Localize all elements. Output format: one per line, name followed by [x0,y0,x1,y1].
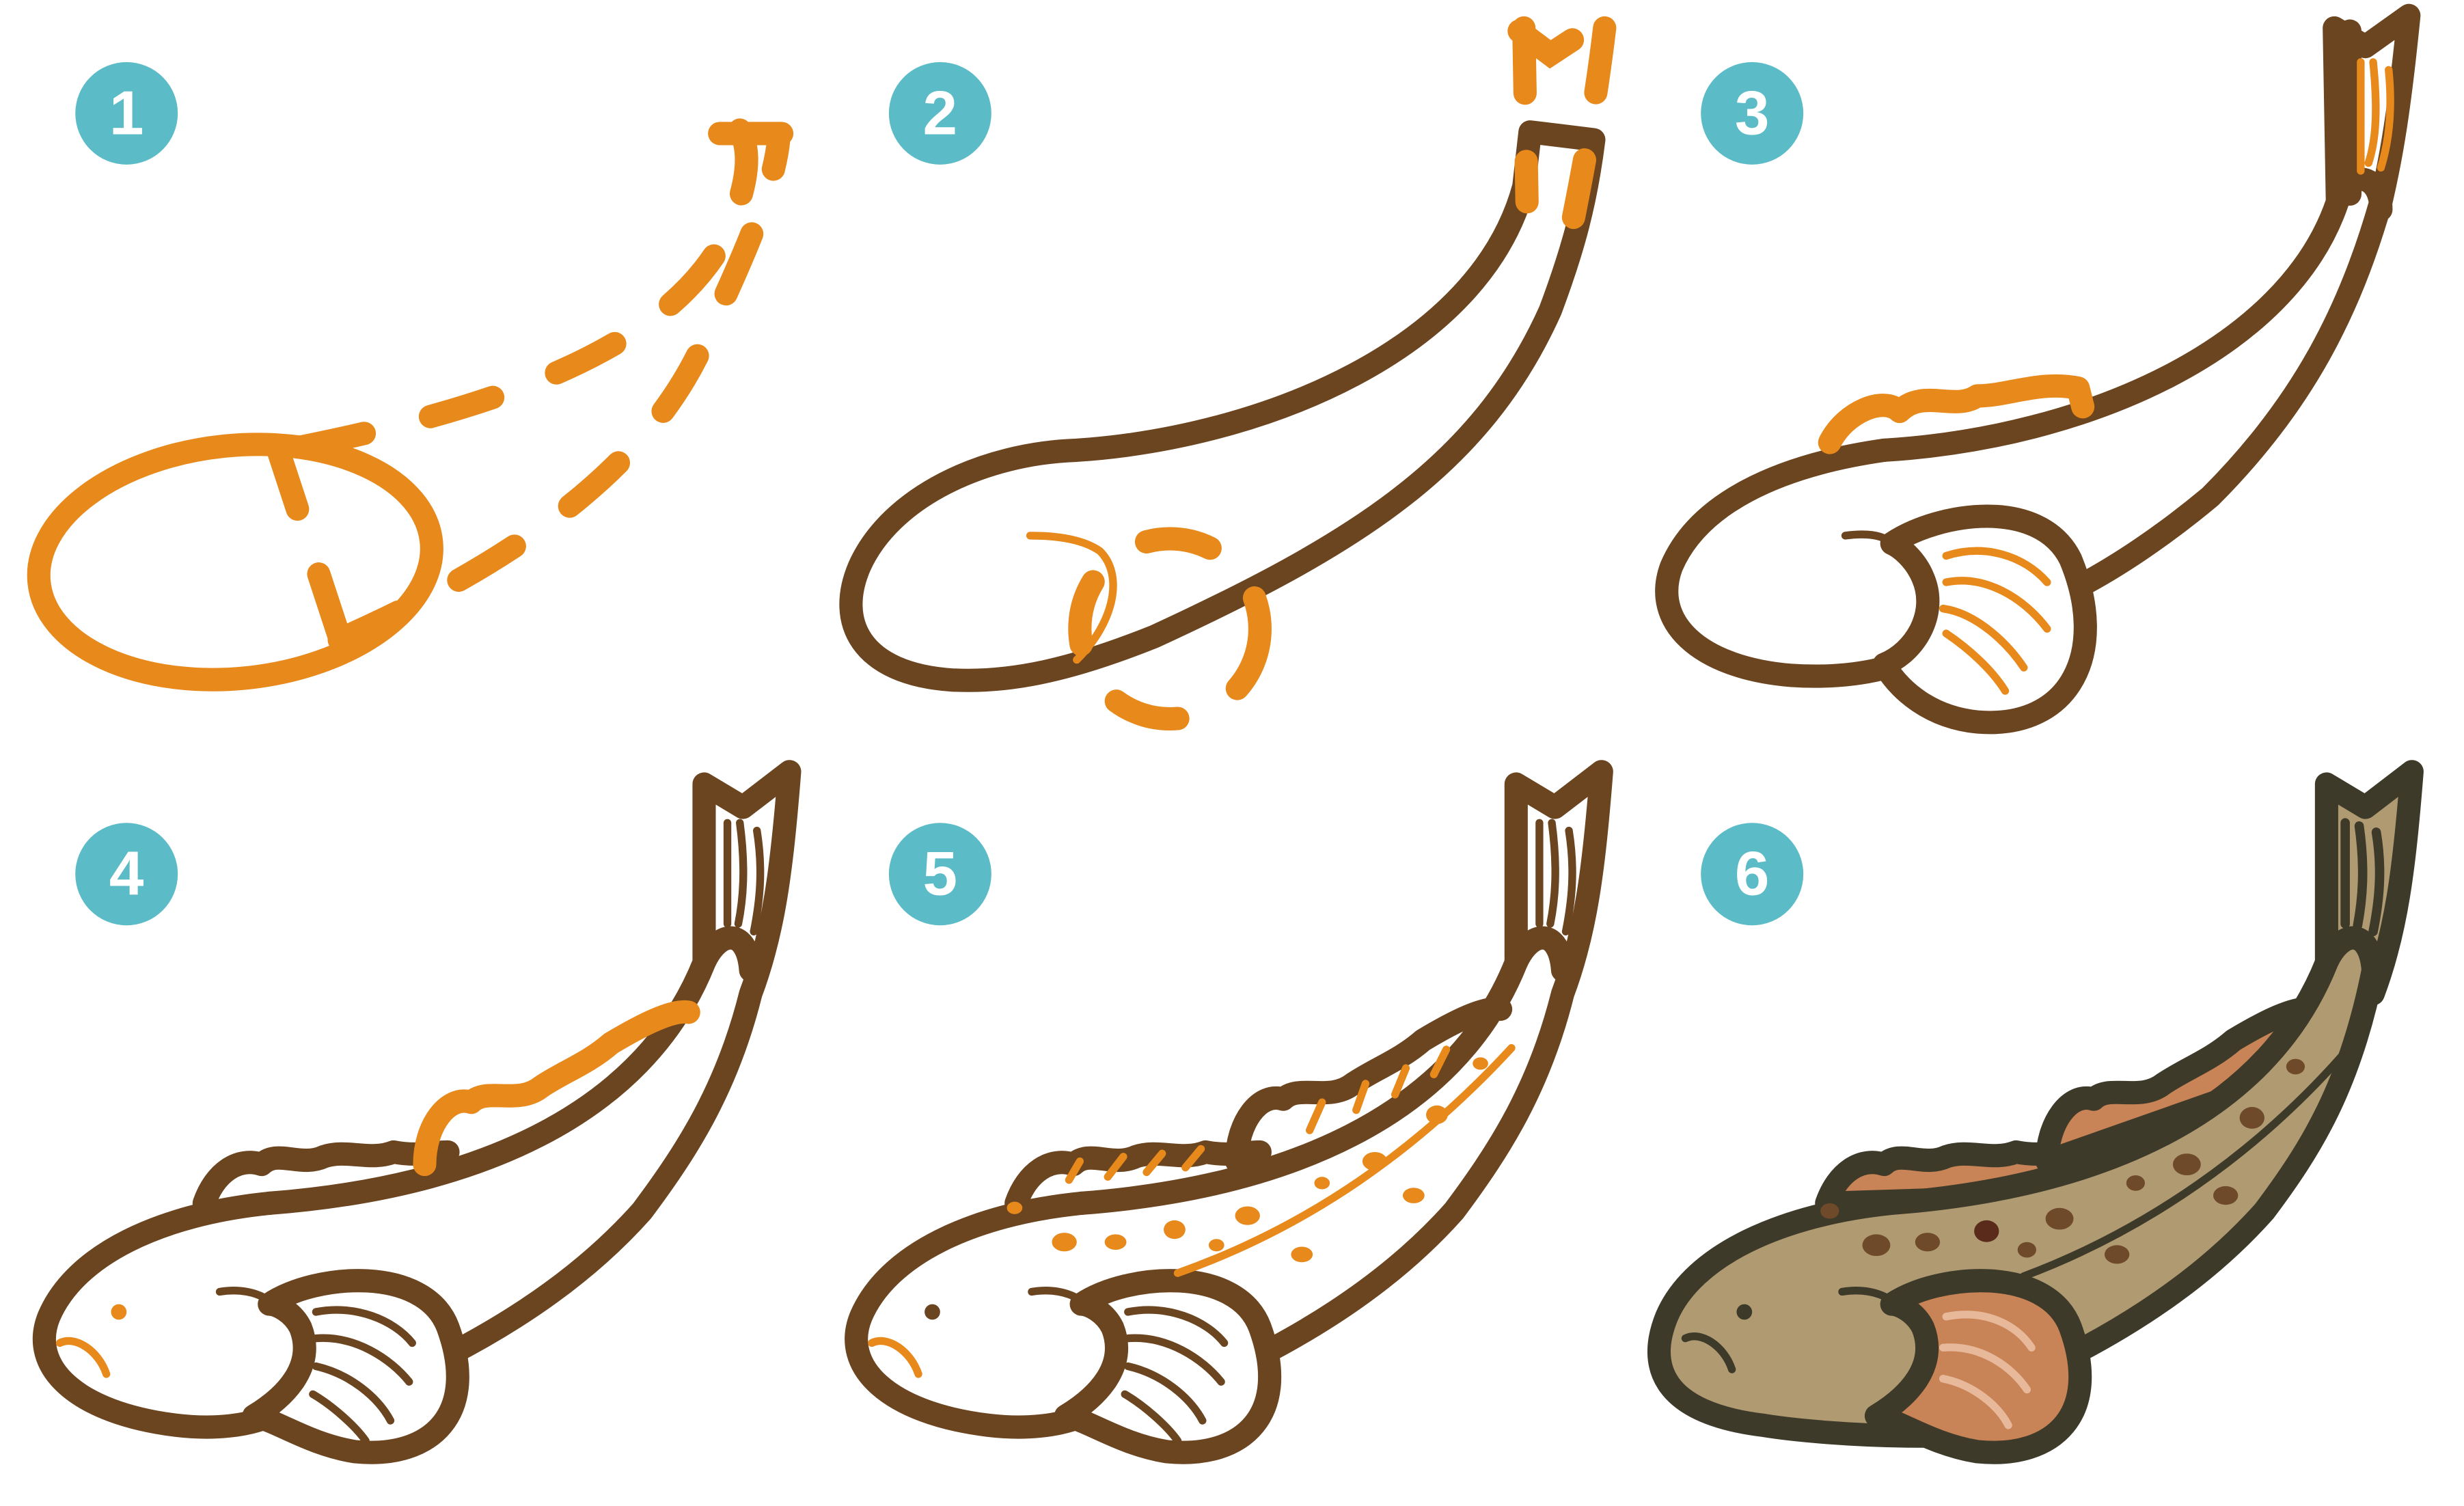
spot [1105,1234,1127,1250]
spot [1164,1220,1186,1239]
barbel [1032,1291,1082,1301]
spot [1403,1188,1425,1203]
barbel [1846,534,1892,543]
fish-head [856,1203,1081,1427]
spot [1862,1234,1890,1256]
tail-rays [1539,823,1572,931]
spot [1426,1106,1448,1124]
spot [2105,1245,2129,1263]
spot [1363,1152,1387,1170]
step-number: 2 [923,79,958,148]
step-number: 3 [1735,79,1770,148]
spot [1314,1177,1330,1189]
step-badge-1: 1 [75,62,178,165]
fish-head [1667,450,1900,676]
tail-guide-right [1574,28,1604,217]
eye [111,1304,126,1320]
spot [1209,1239,1224,1251]
spot [1291,1247,1313,1263]
step-badge-5: 5 [889,823,991,925]
fish-outline [851,132,1593,681]
guide-line [277,447,340,636]
second-dorsal-guide [424,1012,688,1164]
spot [2213,1186,2238,1205]
step-badge-2: 2 [889,62,991,165]
tail-guide-left [1524,28,1527,202]
spot [1473,1057,1488,1069]
step-badge-4: 4 [75,823,178,925]
tail-rays [728,823,761,931]
body-guide-bottom [340,139,779,640]
pectoral-fin [1884,516,2085,722]
tail-notch [1516,938,1563,971]
head-oval [27,426,443,698]
spot [1915,1233,1940,1251]
barbel [220,1291,270,1301]
spot [1974,1220,1999,1242]
fish-body-tail [1082,771,1602,1355]
tail-notch [704,938,750,971]
spot [2018,1242,2036,1258]
spot [2046,1208,2074,1230]
spot [1007,1202,1023,1214]
step-number: 1 [109,79,144,148]
spot [2240,1107,2264,1129]
fish-body-tail [269,771,789,1355]
step-badge-3: 3 [1701,62,1803,165]
step-number: 5 [923,840,958,909]
eye [925,1304,940,1320]
fish-head [44,1203,269,1427]
step-1-drawing [27,127,782,698]
step-badge-6: 6 [1701,823,1803,925]
step-number: 6 [1735,840,1770,909]
step-number: 4 [109,840,144,909]
spot [1820,1203,1839,1219]
spot [2286,1059,2305,1075]
fish-body-tail [1884,16,2409,587]
spot [2126,1175,2145,1191]
spot [1235,1206,1260,1224]
spot [1052,1233,1076,1251]
spot [2173,1153,2201,1175]
eye [1736,1304,1752,1320]
